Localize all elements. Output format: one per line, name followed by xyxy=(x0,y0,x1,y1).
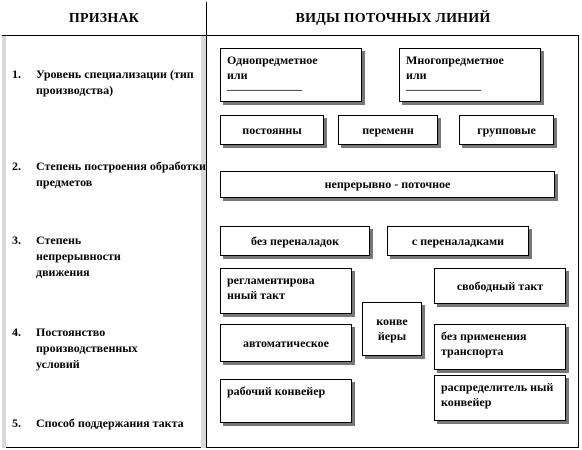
box-variable: переменн xyxy=(338,115,438,145)
box-regulated-takt: регламентирова нный такт xyxy=(220,268,352,314)
criterion-text: Постоянство производственных условий xyxy=(36,325,138,371)
box-automatic: автоматическое xyxy=(220,324,352,362)
box-no-readjust: без переналадок xyxy=(220,226,370,256)
criterion-text: Степень построения обработки предметов xyxy=(36,159,206,189)
box-line: Многопредметное xyxy=(406,53,504,67)
column-divider xyxy=(206,36,207,448)
criterion-number: 2. xyxy=(12,159,21,173)
criterion-number: 5. xyxy=(12,416,21,430)
box-working-conveyor: рабочий конвейер xyxy=(220,379,352,423)
box-single-subject: Однопредметное или _______________ xyxy=(220,48,362,102)
header-criterion: ПРИЗНАК xyxy=(2,2,207,36)
header-line-types: ВИДЫ ПОТОЧНЫХ ЛИНИЙ xyxy=(207,2,579,36)
box-with-readjust: с переналадками xyxy=(387,226,529,256)
box-group: групповые xyxy=(459,115,554,145)
box-line: или xyxy=(227,68,248,82)
blank-line: _______________ xyxy=(227,81,302,92)
box-continuous: непрерывно - поточное xyxy=(220,171,555,198)
criterion-number: 3. xyxy=(12,233,21,247)
box-free-takt: свободный такт xyxy=(434,268,566,304)
box-line: Однопредметное xyxy=(227,53,318,67)
criterion-number: 4. xyxy=(12,325,21,339)
criterion-text: Способ поддержания такта xyxy=(36,416,184,430)
box-line: или xyxy=(406,68,427,82)
left-shade xyxy=(2,36,6,448)
right-shade xyxy=(201,36,206,448)
criterion-text: Уровень специализации (тип производства) xyxy=(36,67,194,97)
criterion-number: 1. xyxy=(12,67,21,81)
blank-line: _______________ xyxy=(406,81,481,92)
box-conveyors: конве йеры xyxy=(362,302,422,356)
box-permanent: постоянны xyxy=(220,115,324,145)
criterion-text: Степень непрерывности движения xyxy=(36,233,121,279)
box-multi-subject: Многопредметное или _______________ xyxy=(399,48,541,102)
box-distributing-conveyor: распределитель ный конвейер xyxy=(434,375,566,421)
box-no-transport: без применения транспорта xyxy=(434,324,566,370)
